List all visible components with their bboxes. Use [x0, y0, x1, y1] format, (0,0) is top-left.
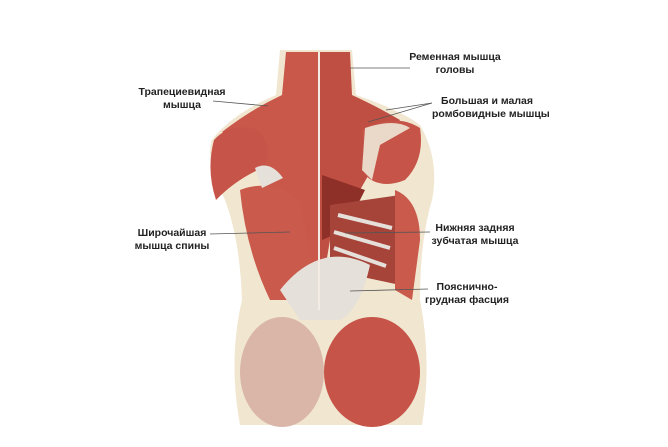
label-line: ромбовидные мышцы — [432, 107, 550, 120]
label-latissimus: Широчайшая мышца спины — [130, 227, 214, 252]
serratus-ribs — [333, 213, 393, 268]
teres-tendon-left — [255, 165, 283, 188]
label-line: Пояснично- — [436, 281, 498, 293]
label-line: зубчатая мышца — [431, 234, 519, 247]
thoracolumbar-fascia — [280, 256, 370, 320]
label-rhomboids: Большая и малая ромбовидные мышцы — [432, 95, 550, 120]
label-line: грудная фасция — [424, 293, 510, 306]
label-line: Нижняя задняя — [435, 222, 515, 234]
label-splenius: Ременная мышца головы — [405, 51, 505, 76]
trapezius-right — [320, 52, 400, 300]
scapula-right — [362, 123, 410, 180]
gluteus-left — [240, 317, 324, 427]
deltoid-left — [210, 127, 268, 200]
label-line: головы — [435, 63, 475, 76]
label-line: мышца — [163, 98, 201, 111]
label-line: Большая и малая — [441, 95, 533, 107]
label-line: мышца спины — [134, 239, 210, 252]
label-line: Широчайшая — [137, 227, 207, 239]
gluteus-right — [324, 317, 420, 427]
label-trapezius: Трапециевидная мышца — [132, 86, 232, 111]
leader-lines — [209, 67, 433, 292]
label-serratus: Нижняя задняя зубчатая мышца — [430, 222, 520, 247]
label-line: Трапециевидная — [138, 86, 226, 98]
latissimus-right — [395, 190, 420, 300]
label-fascia: Пояснично- грудная фасция — [422, 281, 512, 306]
label-line: Ременная мышца — [409, 51, 501, 63]
